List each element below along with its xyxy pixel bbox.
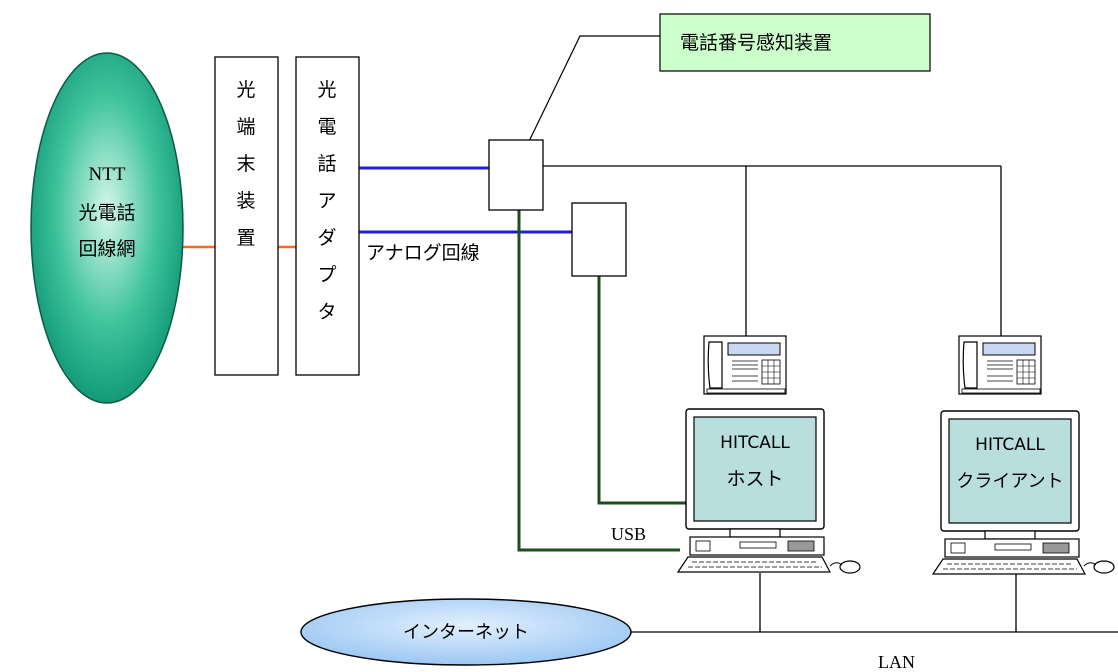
optical-terminal-char: 装 [236, 190, 255, 212]
optical-terminal-char: 端 [236, 116, 255, 138]
optical-terminal-box [214, 56, 279, 376]
network-line2: 光電話 [78, 202, 135, 224]
host-label-line2: ホスト [726, 468, 783, 490]
callout-leader [518, 35, 660, 163]
phone-number-detector-box [488, 139, 544, 211]
optical-terminal-char: 置 [236, 227, 255, 249]
phone-adapter-char: プ [317, 264, 336, 286]
optical-terminal-char: 光 [236, 79, 255, 101]
phone-adapter-char: 話 [317, 153, 336, 175]
telephone-icon [958, 335, 1042, 395]
network-line1: NTT [89, 164, 126, 185]
host-computer-icon [676, 408, 861, 574]
internet-label: インターネット [403, 622, 529, 642]
client-label-line2: クライアント [956, 471, 1063, 492]
internet-ellipse [300, 598, 632, 666]
phone-adapter-char: ダ [317, 227, 336, 249]
optical-terminal-char: 末 [236, 153, 255, 175]
detector-callout-label: 電話番号感知装置 [680, 32, 832, 54]
phone-adapter-box [295, 56, 360, 376]
lan-label: LAN [878, 652, 915, 672]
green-cable-box2-host [597, 276, 688, 505]
phone-adapter-char: ア [317, 190, 336, 212]
telephone-icon [703, 335, 787, 395]
ntt-network-ellipse [30, 52, 184, 404]
optical-terminal-text: 光 端 末 装 置 [236, 79, 255, 249]
usb-label: USB [611, 524, 646, 544]
phone-adapter-char: 光 [317, 79, 336, 101]
phone-adapter-char: タ [317, 301, 336, 323]
analog-device-box [571, 202, 627, 277]
host-label-line1: HITCALL [720, 433, 790, 453]
client-computer-icon [931, 410, 1115, 575]
green-cable-usb [517, 210, 680, 552]
detector-callout-box [659, 13, 931, 72]
client-label-line1: HITCALL [975, 435, 1045, 455]
analog-line-label: アナログ回線 [366, 242, 480, 264]
network-line3: 回線網 [78, 238, 135, 260]
phone-adapter-text: 光 電 話 ア ダ プ タ [317, 79, 336, 323]
phone-adapter-char: 電 [317, 116, 336, 138]
